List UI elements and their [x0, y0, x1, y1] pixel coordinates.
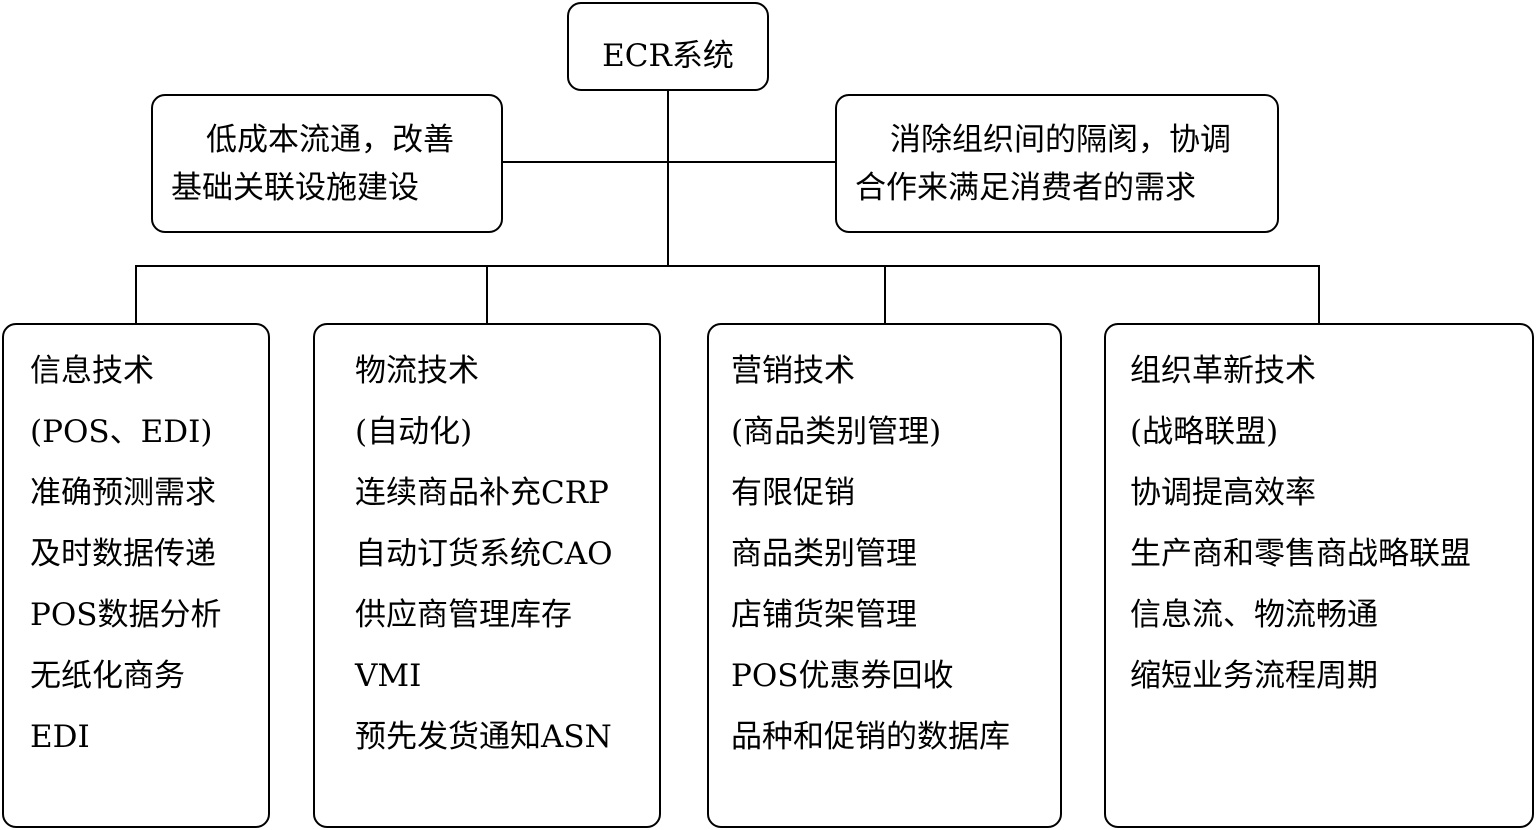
trunk-connector: [667, 90, 669, 267]
category-item: VMI: [355, 658, 422, 694]
category-item: EDI: [30, 719, 90, 755]
category-item: 协调提高效率: [1130, 475, 1316, 511]
goal-left-connector: [502, 161, 668, 163]
category-item: 品种和促销的数据库: [731, 719, 1010, 755]
goal-node-right: 消除组织间的隔阂，协调 合作来满足消费者的需求: [835, 94, 1279, 233]
category-title: 组织革新技术: [1130, 353, 1316, 389]
branch-drop-1: [486, 265, 488, 324]
category-item: 准确预测需求: [30, 475, 216, 511]
branch-drop-2: [884, 265, 886, 324]
category-subtitle: (战略联盟): [1130, 414, 1279, 450]
category-item: 信息流、物流畅通: [1130, 597, 1378, 633]
category-item: 及时数据传递: [30, 536, 216, 572]
category-item: 无纸化商务: [30, 658, 185, 694]
goal-node-left: 低成本流通，改善 基础关联设施建设: [151, 94, 503, 233]
category-item: 自动订货系统CAO: [355, 536, 613, 572]
goal-right-connector: [668, 161, 836, 163]
branch-drop-3: [1318, 265, 1320, 324]
category-item: 店铺货架管理: [731, 597, 917, 633]
category-title: 信息技术: [30, 353, 154, 389]
goal-right-line-1: 消除组织间的隔阂，协调: [890, 122, 1231, 158]
category-node-logistics-tech: 物流技术 (自动化) 连续商品补充CRP 自动订货系统CAO 供应商管理库存 V…: [313, 323, 661, 828]
category-item: 连续商品补充CRP: [355, 475, 609, 511]
goal-left-line-2: 基础关联设施建设: [171, 170, 419, 206]
category-title: 物流技术: [355, 353, 479, 389]
goal-left-line-1: 低成本流通，改善: [206, 122, 454, 158]
category-node-information-tech: 信息技术 (POS、EDI) 准确预测需求 及时数据传递 POS数据分析 无纸化…: [2, 323, 270, 828]
category-item: 商品类别管理: [731, 536, 917, 572]
category-item: 供应商管理库存: [355, 597, 572, 633]
category-subtitle: (商品类别管理): [731, 414, 942, 450]
category-item: 预先发货通知ASN: [355, 719, 612, 755]
category-subtitle: (POS、EDI): [30, 414, 213, 450]
root-label: ECR系统: [602, 38, 734, 74]
category-item: 生产商和零售商战略联盟: [1130, 536, 1471, 572]
category-item: 缩短业务流程周期: [1130, 658, 1378, 694]
category-subtitle: (自动化): [355, 414, 473, 450]
category-title: 营销技术: [731, 353, 855, 389]
category-item: 有限促销: [731, 475, 855, 511]
branch-bus: [135, 265, 1320, 267]
category-node-marketing-tech: 营销技术 (商品类别管理) 有限促销 商品类别管理 店铺货架管理 POS优惠券回…: [707, 323, 1062, 828]
root-node: ECR系统: [567, 2, 769, 91]
branch-drop-0: [135, 265, 137, 324]
category-item: POS数据分析: [30, 597, 222, 633]
category-item: POS优惠券回收: [731, 658, 954, 694]
goal-right-line-2: 合作来满足消费者的需求: [855, 170, 1196, 206]
category-node-organizational-innovation-tech: 组织革新技术 (战略联盟) 协调提高效率 生产商和零售商战略联盟 信息流、物流畅…: [1104, 323, 1534, 828]
